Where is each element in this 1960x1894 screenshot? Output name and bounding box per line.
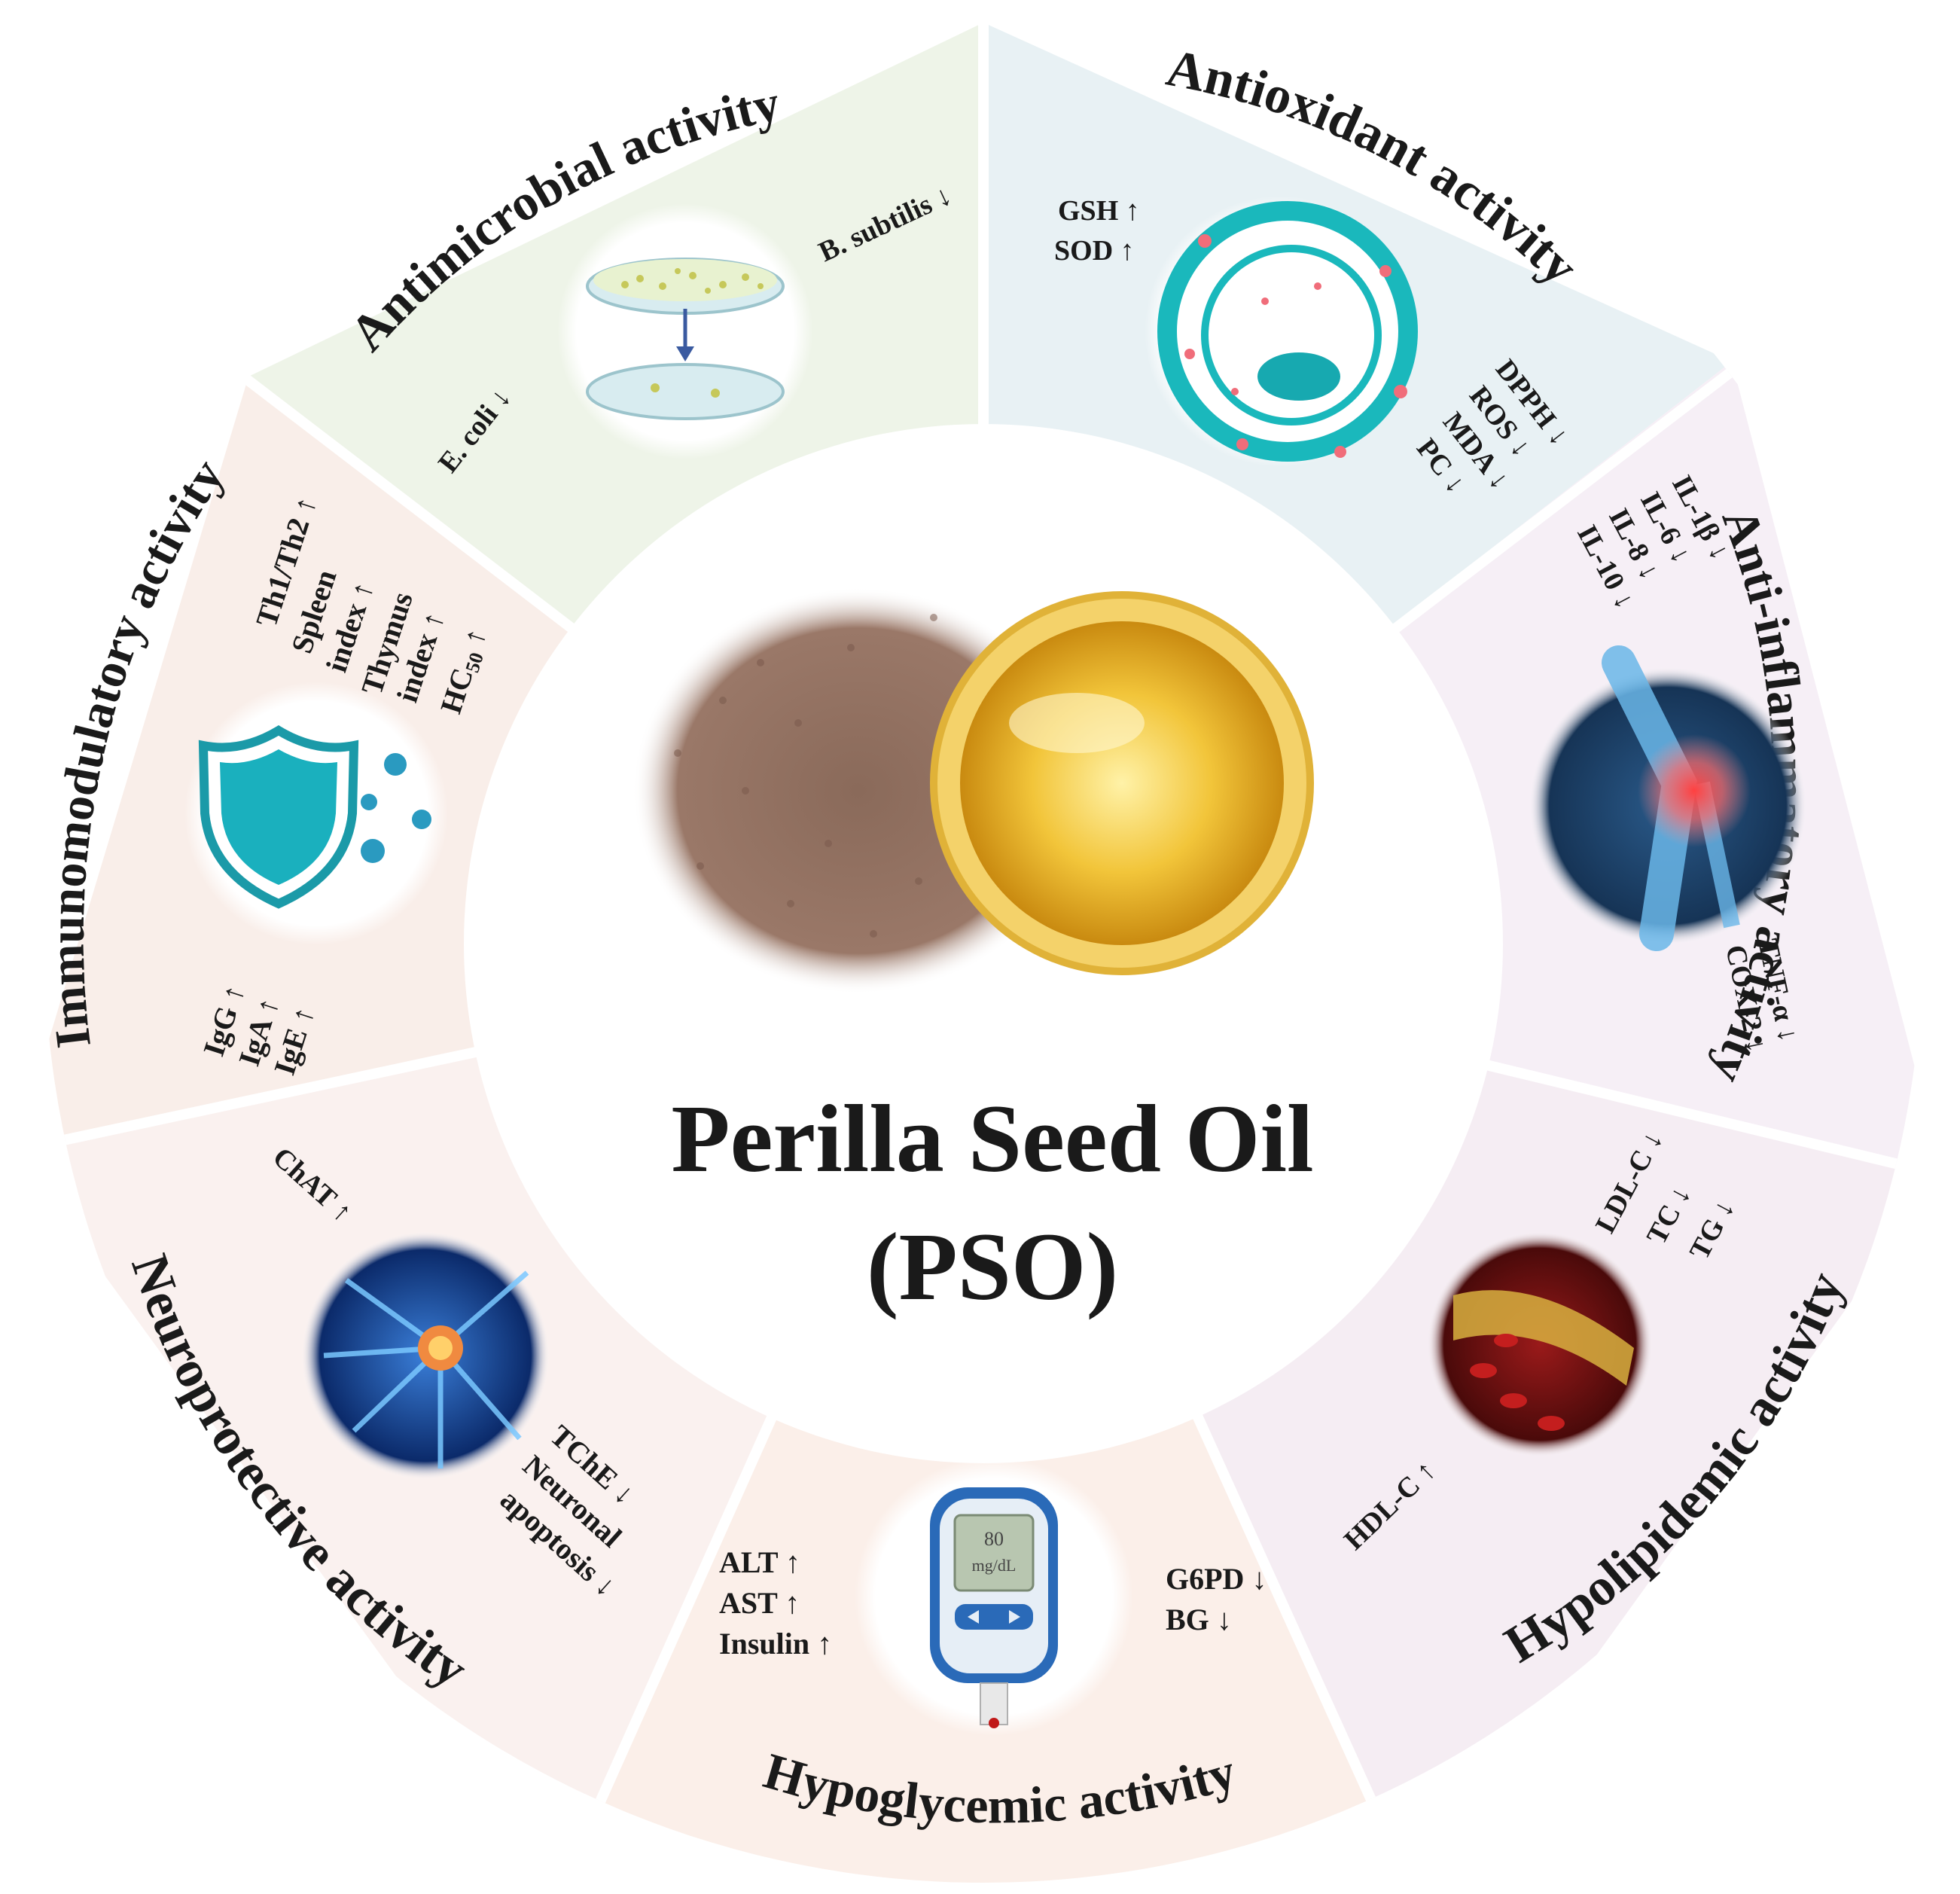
virus-particles [361,753,431,863]
hypoglycemic-marker-insulin: Insulin ↑ [719,1627,832,1661]
perilla-seed-oil-image [633,587,1314,994]
blood-vessel-icon [1427,1231,1653,1457]
cell-icon [1145,196,1418,467]
antioxidant-marker-sod: SOD ↑ [1054,235,1135,267]
inflamed-knee-icon [1529,645,1807,951]
shield-virus-icon [184,682,448,945]
center-title-line1: Perilla Seed Oil [671,1085,1313,1192]
seed-speckles [674,614,937,938]
hypoglycemic-marker-alt: ALT ↑ [719,1545,800,1579]
hypoglycemic-marker-g6pd: G6PD ↓ [1166,1562,1267,1596]
oil-highlight [1009,693,1145,753]
center-title-line2: (PSO) [867,1213,1118,1320]
hypoglycemic-marker-ast: AST ↑ [719,1586,800,1620]
meter-reading: 80 [984,1528,1004,1550]
meter-unit: mg/dL [972,1556,1017,1575]
hypoglycemic-marker-bg: BG ↓ [1166,1603,1232,1636]
glucose-meter-icon: 80 mg/dL [855,1457,1133,1736]
oil-surface [960,621,1284,945]
petri-dish-icon [557,203,813,459]
antioxidant-marker-gsh: GSH ↑ [1058,195,1140,227]
neuron-icon [301,1231,550,1480]
